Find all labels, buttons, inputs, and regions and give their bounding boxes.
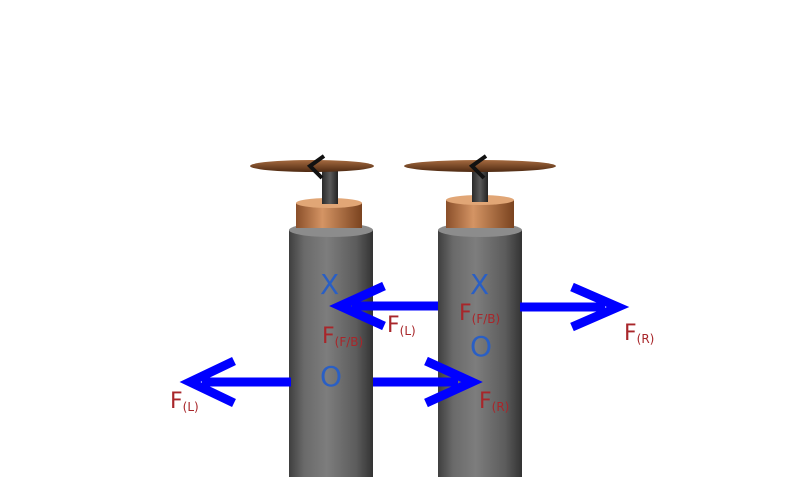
right-propeller-disc <box>404 160 556 172</box>
right-force-label-main: F <box>624 321 637 346</box>
lower-left-force-label-main: F <box>170 389 183 414</box>
left-marker-x: X <box>320 268 339 301</box>
lower-right-arrowhead-icon <box>424 356 483 408</box>
lower-right-force-label: F(R) <box>479 389 509 414</box>
left-fb-label-sub: (F/B) <box>335 335 364 349</box>
left-rotation-arrow-icon <box>306 154 326 180</box>
right-fb-label-main: F <box>459 301 472 326</box>
upper-left-arrowhead-icon <box>329 281 386 331</box>
left-marker-o: O <box>320 360 342 393</box>
right-force-label-sub: (R) <box>637 332 655 346</box>
right-motor-unit <box>404 154 556 477</box>
right-fb-label: F(F/B) <box>459 301 500 326</box>
lower-left-arrowhead-icon <box>179 356 236 408</box>
force-arrows <box>179 281 630 408</box>
right-rotation-arrow-icon <box>468 154 488 180</box>
lower-left-force-label-sub: (L) <box>183 400 199 414</box>
upper-right-arrowhead-icon <box>570 282 630 332</box>
lower-left-force-label: F(L) <box>170 389 199 414</box>
lower-right-force-label-main: F <box>479 389 492 414</box>
right-cylinder-body <box>438 230 522 477</box>
left-upper-force-label: F(L) <box>387 313 416 338</box>
left-shaft <box>322 168 338 204</box>
left-cylinder-body <box>289 230 373 477</box>
right-marker-o: O <box>470 330 492 363</box>
left-upper-force-label-sub: (L) <box>400 324 416 338</box>
left-fb-label: F(F/B) <box>322 324 363 349</box>
lower-right-force-label-sub: (R) <box>492 400 510 414</box>
right-force-label: F(R) <box>624 321 654 346</box>
left-fb-label-main: F <box>322 324 335 349</box>
left-upper-force-label-main: F <box>387 313 400 338</box>
right-marker-x: X <box>470 268 489 301</box>
left-motor-unit <box>250 154 374 477</box>
right-fb-label-sub: (F/B) <box>472 312 501 326</box>
